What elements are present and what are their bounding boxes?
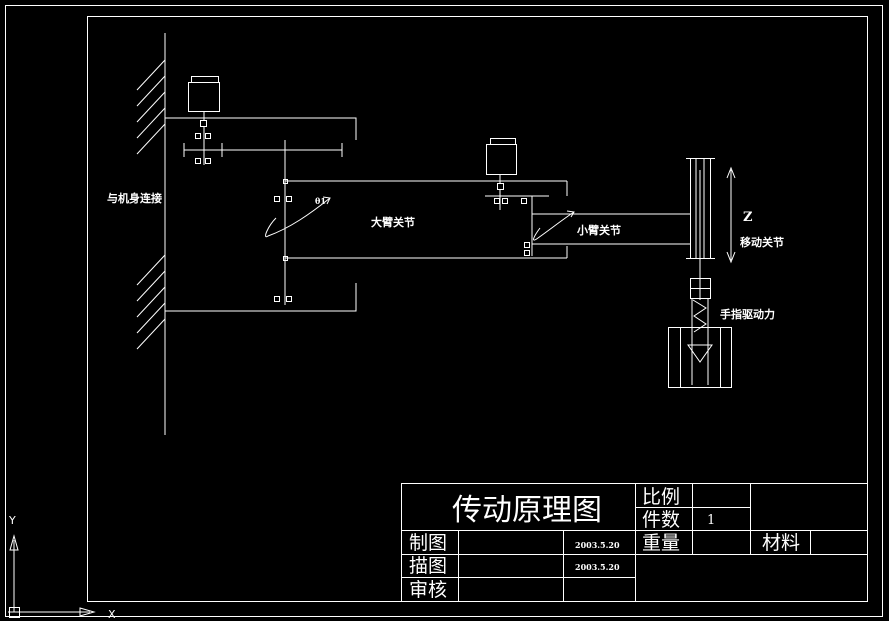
small-arm-joint-label: 小臂关节 bbox=[576, 223, 621, 237]
outer-border bbox=[5, 5, 883, 617]
moving-joint bbox=[686, 158, 736, 300]
z-axis-label: Z bbox=[743, 210, 753, 225]
small-arm-joint bbox=[524, 196, 690, 256]
traced-label: 描图 bbox=[409, 555, 447, 577]
traced-date: 2003.5.20 bbox=[575, 562, 620, 572]
drawn-date: 2003.5.20 bbox=[575, 540, 620, 550]
drawn-label: 制图 bbox=[409, 532, 447, 554]
ratio-label: 比例 bbox=[642, 486, 680, 508]
moving-joint-label: 移动关节 bbox=[740, 235, 784, 249]
motor-1-icon bbox=[188, 76, 220, 127]
hand-drive-label: 手指驱动力 bbox=[720, 307, 775, 321]
machine-base bbox=[136, 33, 357, 435]
theta1-label: θ1 bbox=[315, 196, 326, 206]
big-arm-joint-label: 大臂关节 bbox=[371, 215, 415, 229]
title-block bbox=[401, 483, 868, 602]
checked-label: 审核 bbox=[409, 579, 447, 601]
ucs-x-label: X bbox=[108, 608, 116, 621]
gripper bbox=[668, 278, 732, 388]
big-arm-joint bbox=[265, 140, 568, 305]
machine-connection-label: 与机身连接 bbox=[107, 191, 162, 205]
material-label: 材料 bbox=[762, 532, 800, 554]
count-label: 件数 bbox=[642, 509, 680, 531]
motor-2-icon bbox=[485, 138, 549, 210]
shaft-1 bbox=[183, 126, 343, 165]
weight-label: 重量 bbox=[642, 532, 680, 554]
ucs-icon bbox=[8, 534, 96, 618]
count-value: 1 bbox=[707, 513, 715, 528]
ucs-y-label: Y bbox=[8, 514, 16, 527]
title-block-title: 传动原理图 bbox=[452, 493, 602, 528]
